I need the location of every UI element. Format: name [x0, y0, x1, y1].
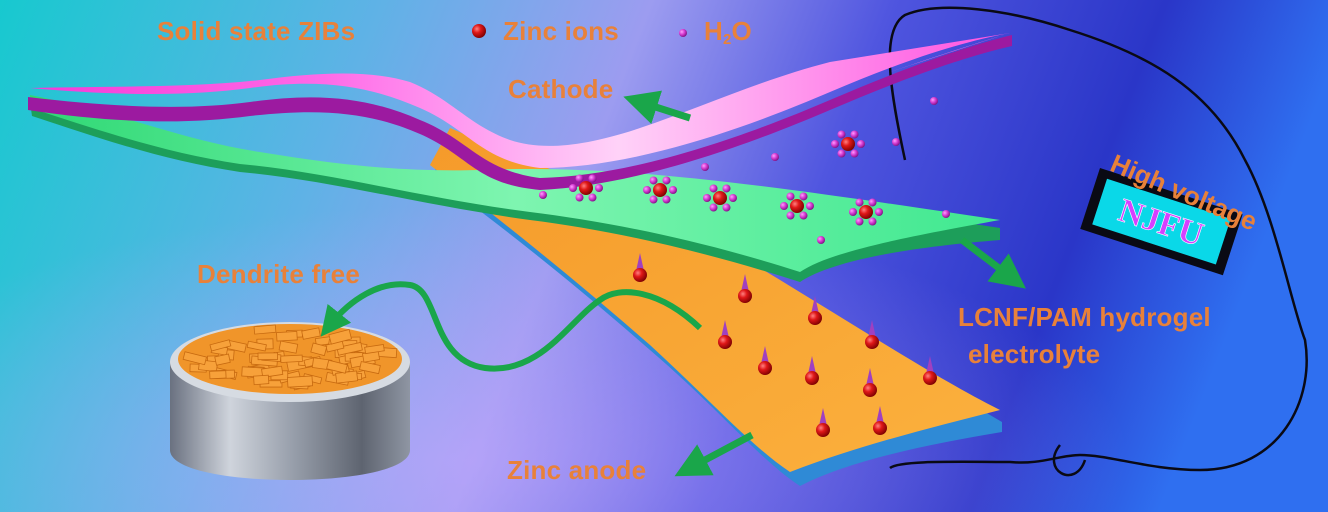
dendrite-free-label: Dendrite free [197, 259, 360, 289]
hydrated-zinc-ion [643, 176, 677, 204]
hydrated-zinc-ion [703, 184, 737, 212]
dendrite-free-arrow [320, 281, 703, 372]
zinc-deposit [873, 406, 887, 435]
h2o-legend: H2O [704, 16, 752, 48]
water-molecule [701, 163, 709, 171]
water-molecule [942, 210, 950, 218]
zinc-deposit [718, 320, 732, 349]
electrolyte-label-line1: LCNF/PAM hydrogel [958, 302, 1211, 332]
hydrated-zinc-ion [780, 192, 814, 220]
electrolyte-arrow [959, 237, 1026, 289]
zinc-ions-legend: Zinc ions [503, 16, 619, 46]
water-molecule [817, 236, 825, 244]
water-molecule [930, 97, 938, 105]
zinc-electrode-cylinder [170, 322, 410, 480]
hydrated-zinc-ion [849, 198, 883, 226]
water-molecule [539, 191, 547, 199]
hydrated-zinc-ion [569, 174, 603, 202]
zinc-deposit [863, 368, 877, 397]
water-molecule [771, 153, 779, 161]
zinc-deposit [816, 408, 830, 437]
zinc-deposit [738, 274, 752, 303]
h2o-legend-icon [679, 29, 687, 37]
cathode-arrow [623, 90, 692, 125]
water-molecule [892, 138, 900, 146]
hydrated-zinc-ion [831, 130, 865, 158]
diagram-title: Solid state ZIBs [157, 16, 356, 46]
zinc-deposit [805, 356, 819, 385]
anode-arrow [674, 431, 754, 477]
zinc-ion-legend-icon [472, 24, 486, 38]
zinc-deposit [808, 296, 822, 325]
electrolyte-label-line2: electrolyte [968, 339, 1101, 369]
zinc-deposit [923, 356, 937, 385]
high-voltage-device: NJFU [1080, 168, 1243, 276]
zinc-deposit [758, 346, 772, 375]
zinc-deposit [633, 253, 647, 282]
cathode-label: Cathode [508, 74, 614, 104]
zinc-anode-label: Zinc anode [507, 455, 647, 485]
zinc-deposit [865, 320, 879, 349]
cathode-edge [28, 35, 1012, 190]
